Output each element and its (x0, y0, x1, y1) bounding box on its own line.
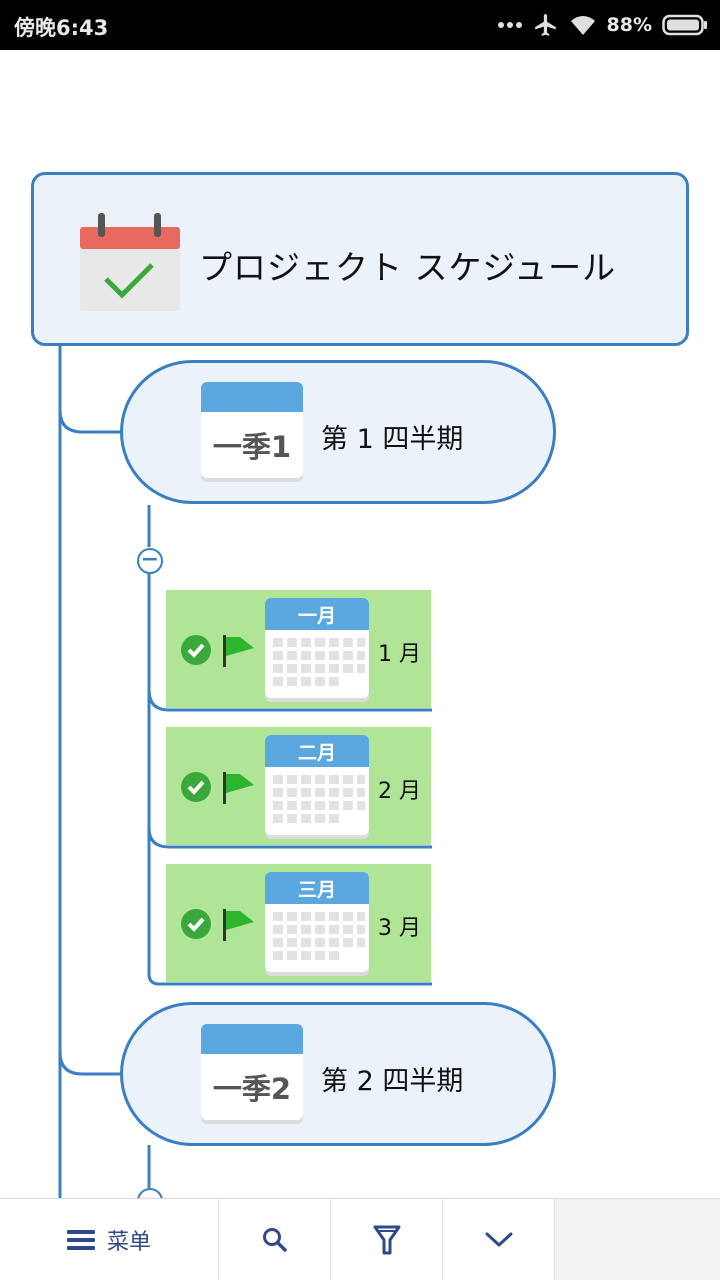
quarter-calendar-icon: 一季2 (201, 1024, 303, 1124)
status-bar: 傍晚6:43 88% (0, 0, 720, 50)
bottom-toolbar: 菜单 (0, 1198, 720, 1280)
mind-map-canvas[interactable]: プロジェクト スケジュール 一季1 第 1 四半期 − 一月 (0, 50, 720, 1198)
chevron-down-icon (485, 1232, 512, 1247)
menu-button[interactable]: 菜单 (0, 1199, 219, 1280)
month-label: 3 月 (378, 916, 421, 941)
battery-percent: 88% (606, 14, 652, 36)
month-label: 2 月 (378, 779, 421, 804)
topic-title-q2: 第 2 四半期 (321, 1066, 464, 1097)
wifi-icon (570, 16, 595, 35)
task-complete-icon (181, 772, 211, 802)
calendar-check-icon (80, 213, 180, 311)
topic-node-q2[interactable]: 一季2 第 2 四半期 (120, 1002, 556, 1146)
expand-more-button[interactable] (443, 1199, 555, 1280)
month-icon-label: 一月 (298, 605, 336, 627)
month-icon-label: 二月 (298, 742, 336, 764)
status-icons: 88% (497, 10, 708, 40)
toolbar-empty-area (555, 1199, 720, 1280)
topic-node-month-3[interactable]: 三月 3 月 (166, 864, 431, 982)
hamburger-menu-icon (66, 1230, 95, 1250)
quarter-icon-label: 一季2 (213, 1072, 291, 1106)
search-icon (262, 1228, 287, 1252)
month-icon-label: 三月 (298, 879, 336, 901)
filter-button[interactable] (331, 1199, 443, 1280)
menu-label: 菜单 (106, 1230, 151, 1255)
collapse-q1-button[interactable]: − (137, 548, 163, 574)
green-flag-icon (223, 909, 254, 941)
search-button[interactable] (219, 1199, 331, 1280)
root-topic-node[interactable]: プロジェクト スケジュール (31, 172, 689, 346)
month-calendar-icon: 一月 (265, 598, 369, 702)
month-label: 1 月 (378, 642, 421, 667)
task-complete-icon (181, 635, 211, 665)
status-time: 傍晚6:43 (14, 16, 109, 40)
quarter-icon-label: 一季1 (213, 430, 291, 464)
topic-node-month-1[interactable]: 一月 1 月 (166, 590, 431, 708)
topic-title-q1: 第 1 四半期 (321, 424, 464, 455)
more-dots-icon (497, 22, 522, 28)
connector-lines (58, 346, 432, 1198)
topic-node-q1[interactable]: 一季1 第 1 四半期 (120, 360, 556, 504)
airplane-icon (534, 14, 556, 36)
month-calendar-icon: 二月 (265, 735, 369, 839)
root-topic-title: プロジェクト スケジュール (199, 248, 617, 287)
topic-node-month-2[interactable]: 二月 2 月 (166, 727, 431, 845)
green-flag-icon (223, 635, 254, 667)
green-flag-icon (223, 772, 254, 804)
battery-icon (662, 14, 707, 36)
month-calendar-icon: 三月 (265, 872, 369, 976)
filter-funnel-icon (373, 1225, 400, 1255)
quarter-calendar-icon: 一季1 (201, 382, 303, 482)
task-complete-icon (181, 909, 211, 939)
